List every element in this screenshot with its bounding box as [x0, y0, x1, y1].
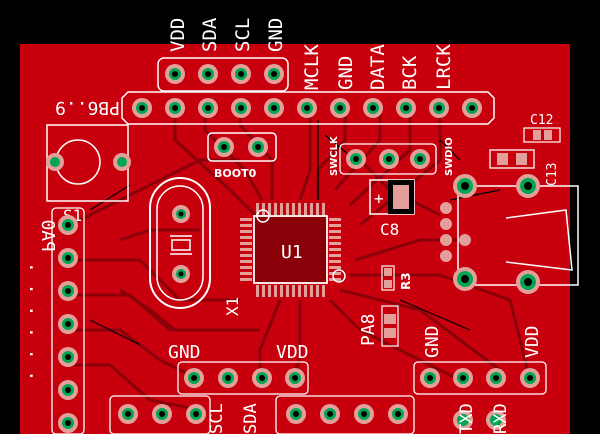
switch-s1: S1 [46, 124, 131, 225]
c8-label: C8 [380, 220, 399, 239]
top-header-label-scl: SCL [232, 18, 254, 52]
mcu-u1: U1 [240, 203, 346, 297]
main-header-label-gnd: GND [335, 56, 357, 90]
bottom-left-header: GND VDD SCL SDA [109, 342, 415, 434]
top-header-label-sda: SDA [199, 17, 221, 52]
capacitor-c13: C13 [489, 149, 560, 186]
top-header-pads [165, 64, 284, 84]
main-header: MCLK GND DATA BCK LRCK PB6..9 [55, 44, 495, 125]
boot0-jumper: BOOT0 [207, 132, 277, 180]
main-header-label-data: DATA [367, 44, 389, 90]
svg-text:+: + [374, 189, 384, 208]
mcu-pins-bottom [256, 285, 325, 297]
pa8-label: PA8 [358, 313, 379, 346]
mcu-pins-top [256, 203, 325, 215]
top-header-label-gnd: GND [265, 18, 287, 52]
bottom-right-gnd-label: GND [422, 325, 443, 358]
resistor-r3: R3 [381, 265, 413, 291]
swdio-label: SWDIO [444, 137, 455, 176]
crystal-x1: X1 [149, 177, 242, 316]
left-pin-column: PA0 . . . . . . [25, 207, 85, 434]
mcu-pins-left [240, 218, 252, 281]
txd-label: TXD [457, 403, 477, 434]
capacitor-c8: + C8 [369, 179, 415, 239]
c12-label: C12 [530, 113, 553, 128]
r3-label: R3 [399, 272, 413, 290]
mcu-pins-right [329, 218, 341, 281]
swclk-label: SWCLK [329, 135, 340, 176]
main-header-label-lrck: LRCK [433, 44, 455, 90]
top-header: VDD SDA SCL GND [157, 17, 289, 92]
main-header-label-bck: BCK [399, 55, 421, 90]
capacitor-c12: C12 [523, 113, 561, 143]
pa0-label: PA0 [37, 219, 58, 252]
boot0-label: BOOT0 [214, 167, 257, 180]
c13-label: C13 [545, 163, 560, 186]
x1-label: X1 [223, 297, 242, 316]
bottom-left-sda-label: SDA [241, 403, 261, 434]
u1-label: U1 [281, 242, 303, 263]
main-header-label-mclk: MCLK [301, 44, 323, 90]
bottom-right-header: GND VDD TXD RXD [413, 325, 547, 434]
bottom-left-gnd-label: GND [168, 342, 201, 363]
bottom-right-vdd-label: VDD [522, 325, 543, 358]
pb6-9-label: PB6..9 [55, 97, 120, 118]
pa8-jumper: PA8 [358, 305, 399, 347]
main-header-pads [132, 98, 482, 118]
rxd-label: RXD [491, 403, 511, 434]
bottom-left-scl-label: SCL [207, 403, 227, 434]
usb-connector [440, 174, 579, 294]
top-header-label-vdd: VDD [167, 18, 189, 52]
pa0-dots: . . . . . . [25, 262, 46, 381]
swd-header: SWCLK SWDIO [329, 135, 455, 176]
bottom-left-vdd-label: VDD [276, 342, 309, 363]
